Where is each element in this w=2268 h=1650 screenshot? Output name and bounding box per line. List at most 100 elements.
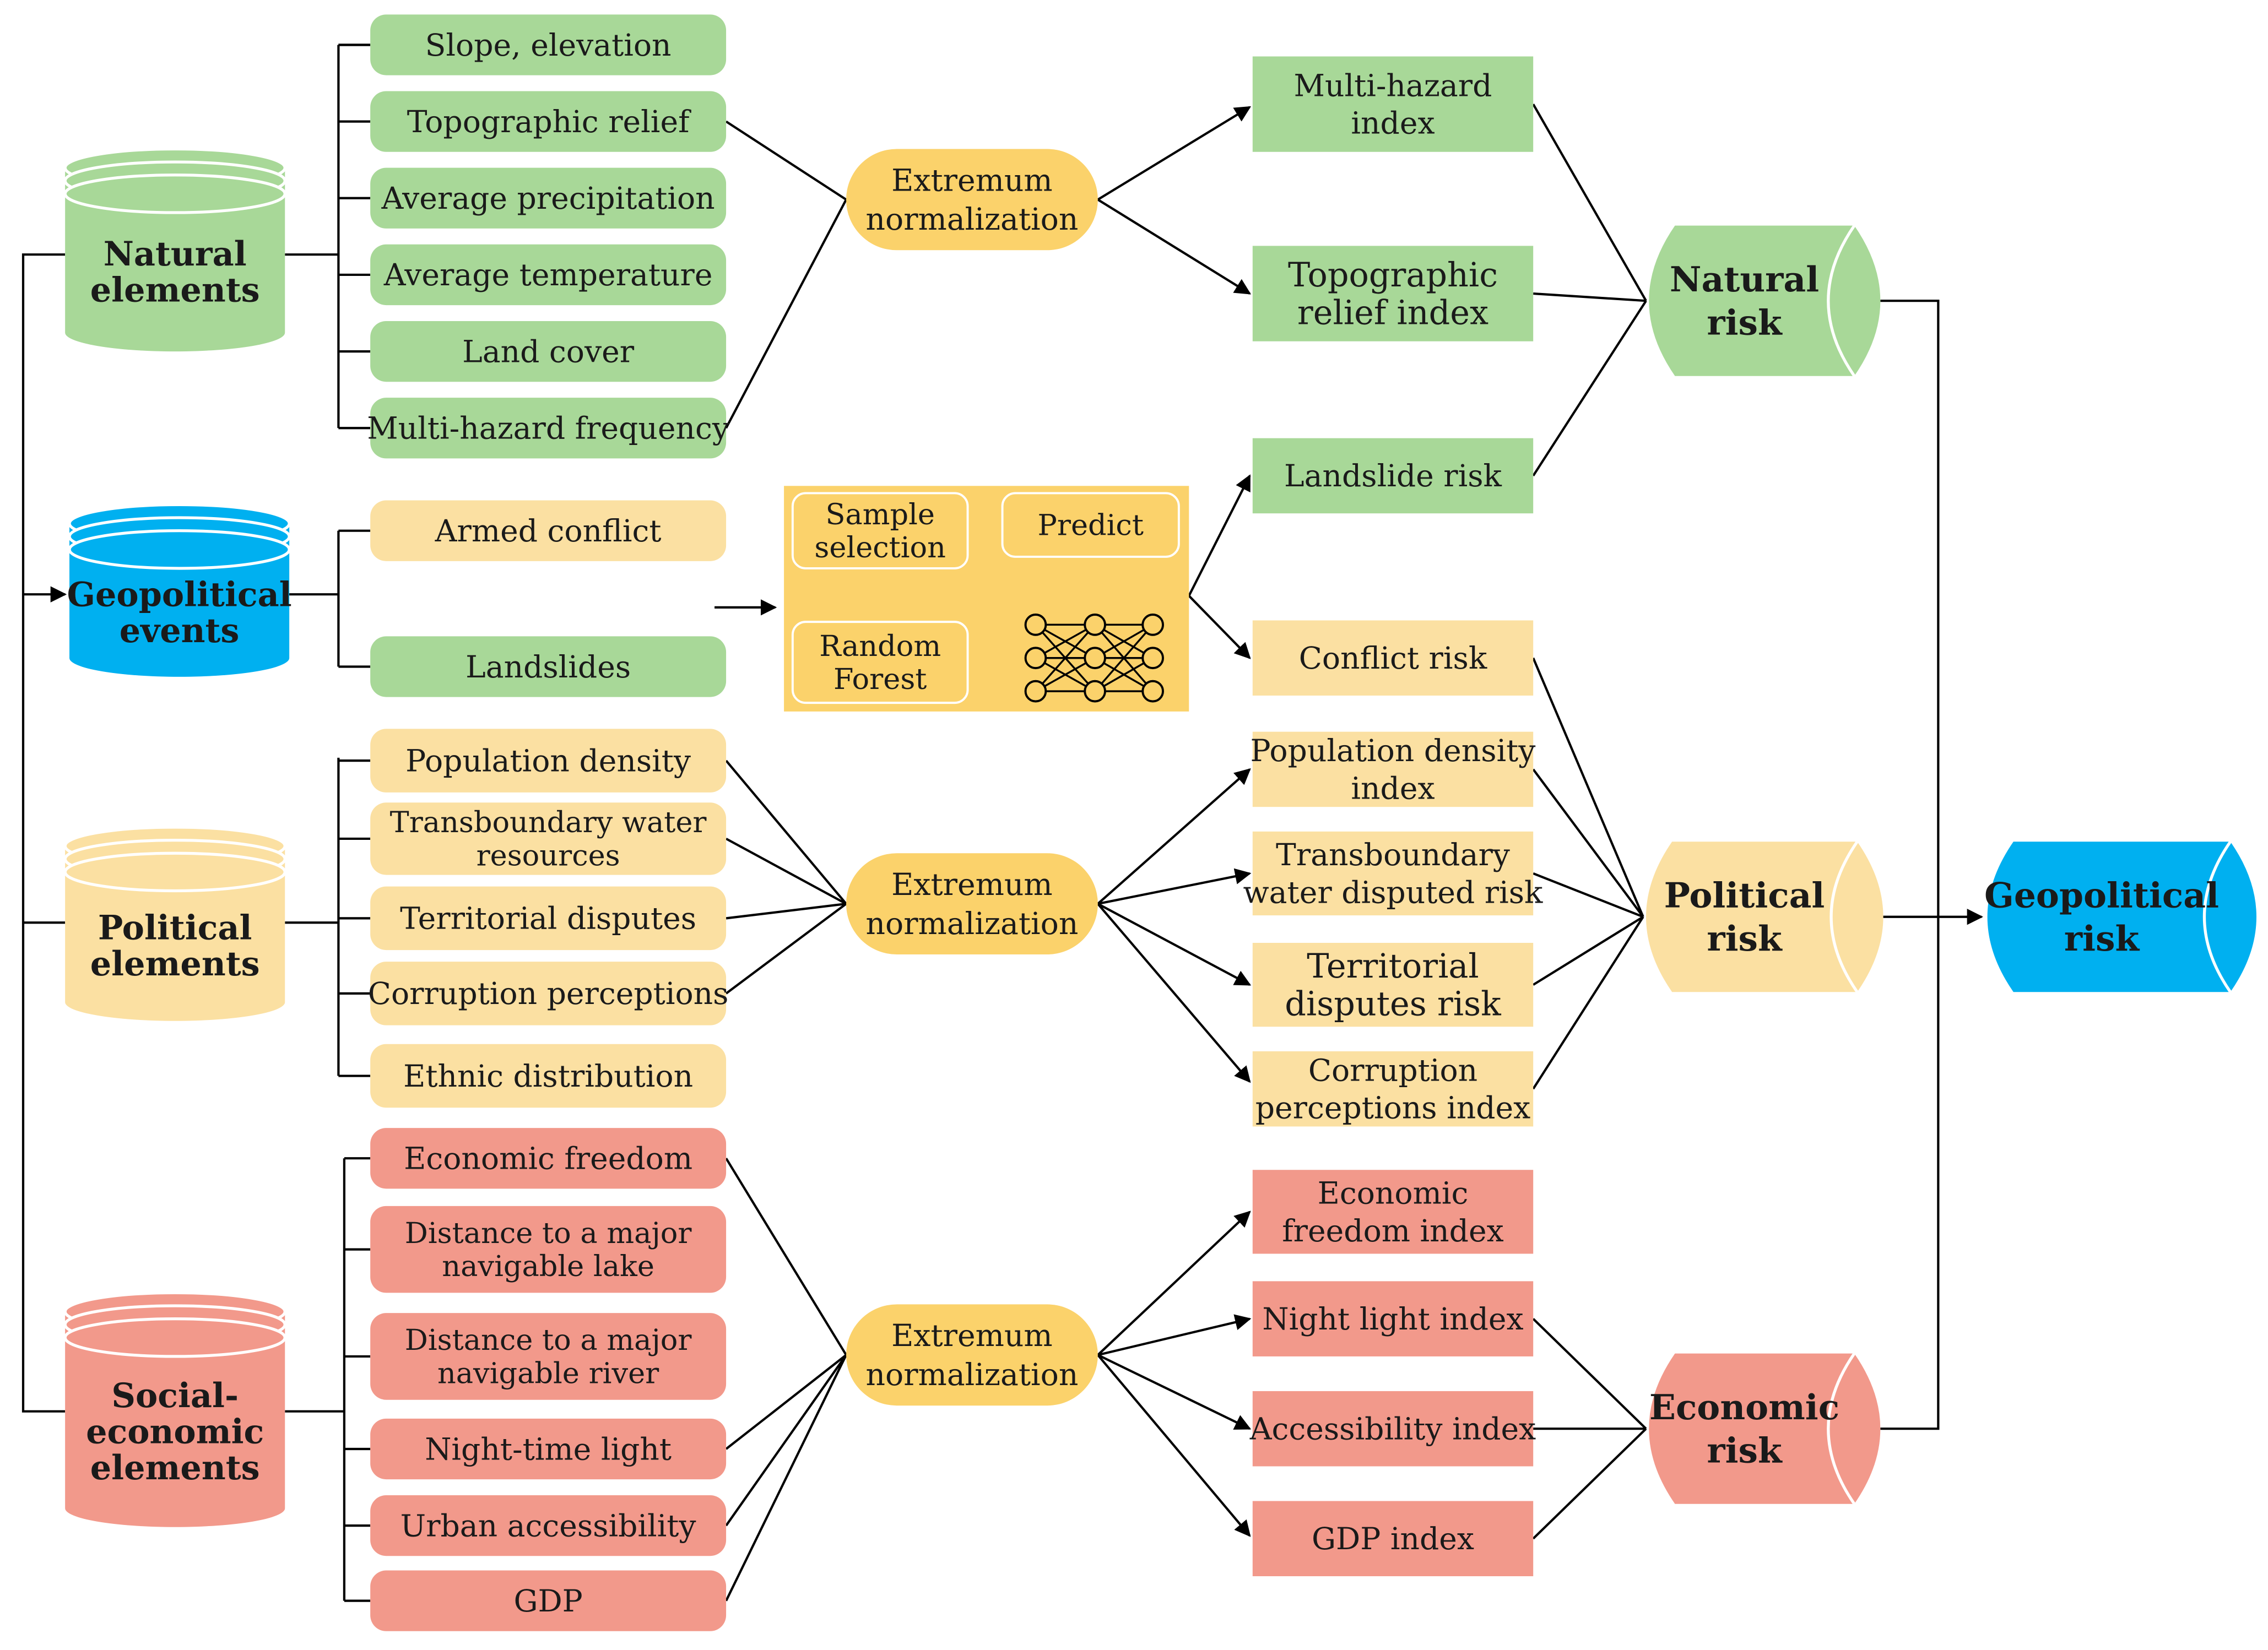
political-in-2 xyxy=(726,903,847,920)
economic-factor-3: Night-time light xyxy=(370,1418,727,1480)
event-factor-box xyxy=(370,500,727,561)
political-factor-text: Territorial disputes xyxy=(400,902,696,937)
economic-factor-box xyxy=(370,1570,727,1631)
normalization-economic-text: Extremum xyxy=(891,1318,1053,1354)
landslide-to-natural-risk xyxy=(1532,300,1647,477)
economic-factor-text: Economic freedom xyxy=(404,1142,692,1177)
accessibility-index-box xyxy=(1252,1391,1534,1467)
social-economic-elements-db-ring-2 xyxy=(63,1317,286,1358)
to-political-index-2 xyxy=(1097,903,1252,986)
economic-in-3 xyxy=(725,1354,847,1602)
natural-factor-text: Multi-hazard frequency xyxy=(367,411,729,447)
natural-factor-4: Land cover xyxy=(370,321,727,382)
geopolitical-events-db-text: events xyxy=(120,611,240,650)
to-political-index-3 xyxy=(1097,903,1251,1083)
geopolitical-risk-text: Geopolitical xyxy=(1984,875,2219,915)
political-elements-db-text: Political xyxy=(98,909,252,948)
political-elements-db-ring-2 xyxy=(63,851,286,893)
to-conflict xyxy=(1188,595,1251,659)
event-factor-0: Armed conflict xyxy=(370,500,727,561)
normalization-political-shape xyxy=(846,853,1098,954)
political-factor-box xyxy=(370,962,727,1025)
topographic-to-natural-risk xyxy=(1533,292,1647,302)
natural-elements-db-ring-2 xyxy=(63,173,286,214)
conflict-risk-text: Conflict risk xyxy=(1299,641,1487,676)
political-factor-box xyxy=(370,729,727,793)
gdp-index-box xyxy=(1252,1501,1534,1577)
to-political-index-0 xyxy=(1097,768,1251,905)
political-factor-3: Corruption perceptions xyxy=(368,962,729,1025)
night-light-index-box xyxy=(1252,1281,1534,1356)
network-node xyxy=(1084,614,1106,636)
political-index-to-risk-0 xyxy=(1532,657,1644,918)
territorial-disputes-risk-text: Territorial xyxy=(1307,947,1479,986)
economic-risk-rim xyxy=(1827,1353,1856,1505)
political-index-to-risk-4 xyxy=(1532,916,1644,1090)
political-factor-box xyxy=(370,802,727,875)
to-political-index-1 xyxy=(1097,868,1252,905)
normalization-natural-text: Extremum xyxy=(891,163,1053,198)
night-light-index-text: Night light index xyxy=(1262,1302,1523,1337)
natural-factor-1: Topographic relief xyxy=(370,91,727,152)
landslide-risk-box xyxy=(1252,438,1534,514)
natural-factor-box xyxy=(370,167,727,229)
network-node xyxy=(1024,614,1047,636)
multi-hazard-index-box xyxy=(1252,56,1534,152)
network-node xyxy=(1141,680,1164,703)
political-factor-0: Population density xyxy=(370,729,727,793)
network-node xyxy=(1024,680,1047,703)
event-factor-1: Landslides xyxy=(370,636,727,697)
political-in-0 xyxy=(725,759,847,905)
natural-elements-db-body xyxy=(65,167,285,352)
corruption-perceptions-index-text: Corruption xyxy=(1308,1053,1477,1088)
economic-factor-box xyxy=(370,1128,727,1189)
political-risk-rim xyxy=(1829,840,1859,993)
economic-factor-5: GDP xyxy=(370,1570,727,1631)
political-risk-text: Political xyxy=(1664,875,1825,915)
predict-box-box xyxy=(1001,492,1180,558)
economic-factor-box xyxy=(370,1495,727,1556)
economic-risk-text: Economic xyxy=(1649,1387,1839,1428)
natural-factor-box xyxy=(370,321,727,382)
political-factor-2: Territorial disputes xyxy=(370,886,727,951)
normalization-natural-shape xyxy=(846,149,1098,251)
to-multi-hazard xyxy=(1097,106,1252,201)
geopolitical-events-db-ring-2 xyxy=(68,529,291,570)
natural-factor-box xyxy=(370,398,727,459)
left-bus-line xyxy=(21,253,66,1413)
political-factor-text: Corruption perceptions xyxy=(368,976,729,1012)
transboundary-water-disputed-risk-box xyxy=(1252,831,1534,916)
geopolitical-risk-shape xyxy=(1987,842,2256,992)
gdp-index-text: GDP index xyxy=(1312,1522,1474,1557)
population-density-index-text: index xyxy=(1351,771,1435,806)
territorial-disputes-risk-text: disputes risk xyxy=(1285,985,1501,1023)
network-edge xyxy=(1094,624,1154,692)
normalization-economic-shape xyxy=(846,1304,1098,1406)
network-node xyxy=(1141,647,1164,670)
natural-factor-text: Average precipitation xyxy=(381,181,715,216)
multi-hazard-index-text: Multi-hazard xyxy=(1294,68,1492,104)
network-node xyxy=(1084,680,1106,703)
sample-selection-box-box xyxy=(791,492,969,569)
event-factor-text: Armed conflict xyxy=(435,514,662,549)
economic-freedom-index-box xyxy=(1252,1170,1534,1254)
neural-network-icon xyxy=(1024,614,1164,703)
economic-risk-text: risk xyxy=(1707,1430,1783,1471)
natural-factor-text: Average temperature xyxy=(383,258,713,293)
random-forest-box-text: Forest xyxy=(833,663,927,696)
economic-factor-text: navigable lake xyxy=(442,1250,654,1283)
to-economic-index-2 xyxy=(1097,1354,1252,1430)
territorial-disputes-risk-box xyxy=(1252,942,1534,1027)
landslide-risk: Landslide risk xyxy=(1252,438,1534,514)
economic-factor-text: Night-time light xyxy=(425,1432,672,1467)
